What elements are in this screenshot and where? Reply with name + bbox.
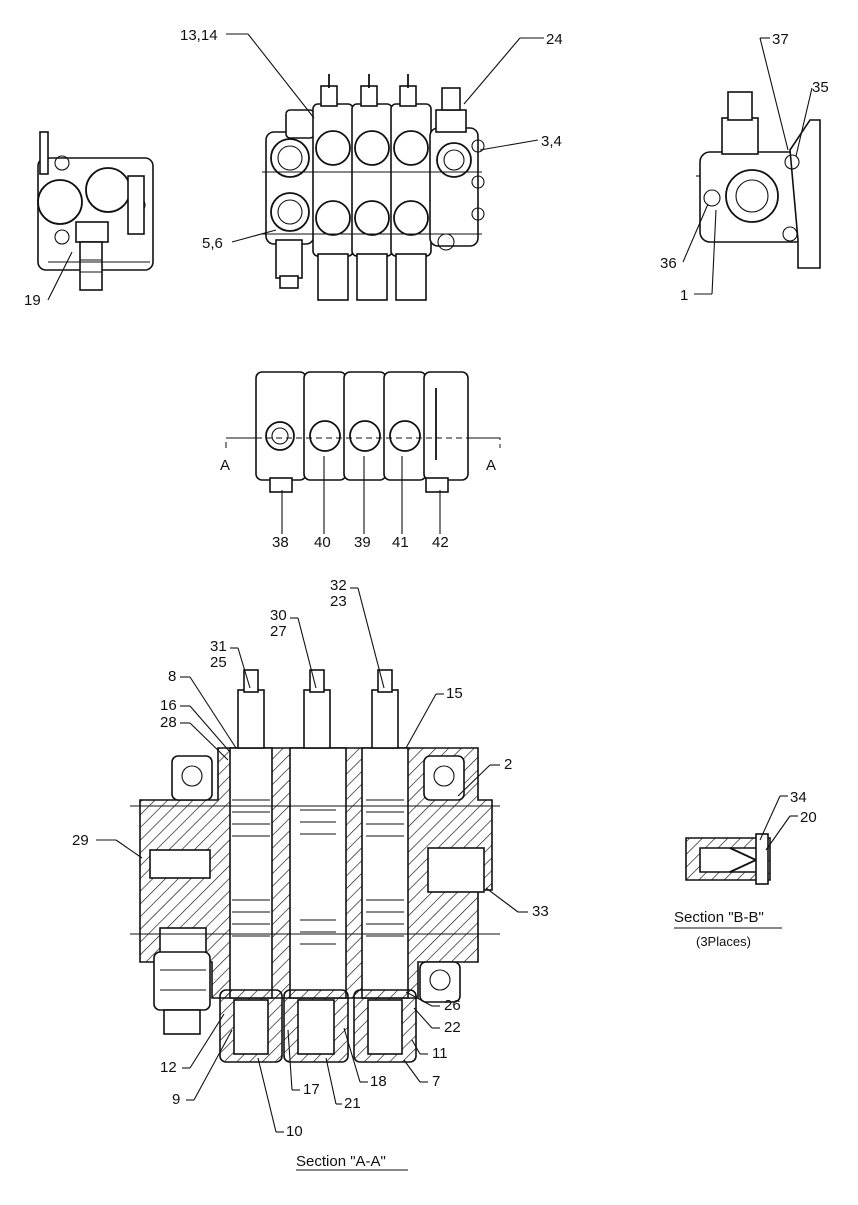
label-24: 24 xyxy=(463,31,563,105)
left-end-view xyxy=(37,131,154,291)
label-22: 22 xyxy=(444,1019,461,1036)
label-37: 37 xyxy=(759,31,789,151)
top-view xyxy=(225,371,501,493)
label-28: 28 xyxy=(160,714,177,731)
label-2: 2 xyxy=(504,756,512,773)
label-18: 18 xyxy=(370,1073,387,1090)
label-30: 30 xyxy=(270,607,287,624)
label-9: 9 xyxy=(172,1091,180,1108)
label-39: 39 xyxy=(354,534,371,551)
label-25: 25 xyxy=(210,654,227,671)
front-work-section-2 xyxy=(351,74,393,301)
label-3-4: 3,4 xyxy=(479,133,562,151)
spool-2 xyxy=(283,669,349,1063)
label-17: 17 xyxy=(303,1081,320,1098)
label-33: 33 xyxy=(532,903,549,920)
label-16: 16 xyxy=(160,697,177,714)
label-41: 41 xyxy=(392,534,409,551)
label-31: 31 xyxy=(210,638,227,655)
svg-text:5,6: 5,6 xyxy=(202,235,223,252)
label-38: 38 xyxy=(272,534,289,551)
label-42: 42 xyxy=(432,534,449,551)
section-aa-view xyxy=(130,669,500,1063)
front-view xyxy=(262,74,485,301)
label-34: 34 xyxy=(759,789,807,841)
spool-1 xyxy=(219,669,283,1063)
label-23: 23 xyxy=(330,593,347,610)
svg-text:34: 34 xyxy=(790,789,807,806)
label-27: 27 xyxy=(270,623,287,640)
front-work-section-1 xyxy=(312,74,354,301)
spool-3 xyxy=(353,669,417,1063)
svg-text:13,14: 13,14 xyxy=(180,27,218,44)
label-7: 7 xyxy=(432,1073,440,1090)
section-mark-right: A xyxy=(486,457,496,474)
label-21: 21 xyxy=(344,1095,361,1112)
label-13-14: 13,14 xyxy=(180,27,315,119)
section-bb-caption: Section "B-B" xyxy=(674,909,764,926)
label-20: 20 xyxy=(765,809,817,851)
label-29: 29 xyxy=(72,832,89,849)
svg-text:37: 37 xyxy=(772,31,789,48)
section-bb-view xyxy=(685,833,771,885)
label-11: 11 xyxy=(432,1045,448,1062)
label-32: 32 xyxy=(330,577,347,594)
label-36: 36 xyxy=(660,203,709,272)
label-19: 19 xyxy=(24,251,73,309)
svg-text:19: 19 xyxy=(24,292,41,309)
section-mark-left: A xyxy=(220,457,230,474)
svg-text:36: 36 xyxy=(660,255,677,272)
label-35: 35 xyxy=(795,79,829,157)
aa-labels: 32 23 30 27 31 25 8 16 28 15 2 29 33 26 xyxy=(72,577,549,1140)
label-8: 8 xyxy=(168,668,176,685)
label-1: 1 xyxy=(680,209,717,304)
front-work-section-3 xyxy=(390,74,432,301)
section-bb-subcaption: (3Places) xyxy=(696,934,751,949)
svg-text:1: 1 xyxy=(680,287,688,304)
svg-text:3,4: 3,4 xyxy=(541,133,562,150)
label-26: 26 xyxy=(444,997,461,1014)
label-40: 40 xyxy=(314,534,331,551)
svg-text:35: 35 xyxy=(812,79,829,96)
section-aa-caption: Section "A-A" xyxy=(296,1153,386,1170)
svg-text:20: 20 xyxy=(800,809,817,826)
label-12: 12 xyxy=(160,1059,177,1076)
label-15: 15 xyxy=(446,685,463,702)
svg-text:24: 24 xyxy=(546,31,563,48)
right-side-view xyxy=(696,91,821,269)
label-5-6: 5,6 xyxy=(202,229,277,252)
label-10: 10 xyxy=(286,1123,303,1140)
top-view-leaders xyxy=(281,456,441,534)
